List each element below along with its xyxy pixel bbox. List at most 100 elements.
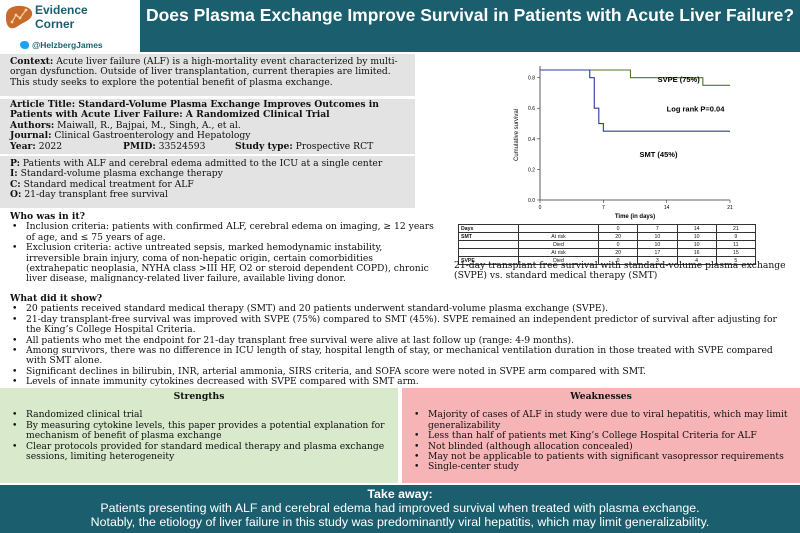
twitter-bird-icon — [20, 41, 29, 49]
who-list: Inclusion criteria: patients with confir… — [10, 222, 438, 284]
results-item: 21-day transplant-free survival was impr… — [10, 314, 790, 336]
pico-c-text: Standard medical treatment for ALF — [20, 178, 194, 190]
page-title: Does Plasma Exchange Improve Survival in… — [145, 5, 795, 25]
risk-table-cell: At risk — [518, 248, 599, 257]
authors-text: Maiwall, R., Bajpai, M., Singh, A., et a… — [54, 119, 241, 131]
risk-table-cell: Days — [458, 224, 519, 233]
risk-table-cell: At risk — [518, 232, 599, 241]
pico-c-label: C: — [10, 178, 21, 190]
smt-survival-curve — [540, 69, 730, 132]
article-journal: Journal: Clinical Gastroenterology and H… — [10, 131, 405, 141]
takeaway-banner: Take away: Patients presenting with ALF … — [0, 485, 800, 533]
pico-i-text: Standard-volume plasma exchange therapy — [17, 168, 223, 180]
risk-table-cell — [518, 224, 599, 233]
risk-table-cell: 0 — [597, 224, 639, 233]
svpe-survival-curve — [540, 69, 730, 86]
pico-population: P: Patients with ALF and cerebral edema … — [10, 158, 405, 169]
x-tick-label: 7 — [602, 205, 605, 211]
takeaway-line-1: Patients presenting with ALF and cerebra… — [100, 501, 700, 515]
strengths-section: Strengths Randomized clinical trial By m… — [0, 388, 398, 483]
risk-table-cell: 15 — [715, 248, 757, 257]
brand-line-1: Evidence — [35, 3, 88, 17]
risk-table-cell: 14 — [676, 224, 717, 233]
strength-item: By measuring cytokine levels, this paper… — [10, 420, 388, 442]
risk-table-cell: 0 — [597, 240, 639, 249]
risk-table-cell: 20 — [597, 232, 639, 241]
brand-line-2: Corner — [35, 17, 75, 31]
y-tick-label: 0.4 — [528, 137, 535, 143]
risk-table-cell: 5 — [715, 256, 757, 265]
weakness-item: Not blinded (although allocation conceal… — [412, 441, 790, 453]
journal-label: Journal: — [10, 130, 52, 142]
pico-o-label: O: — [10, 189, 22, 201]
x-tick-label: 21 — [727, 205, 733, 211]
risk-table-cell: Died — [518, 240, 599, 249]
takeaway-line-2: Notably, the etiology of liver failure i… — [90, 515, 710, 529]
study-type-text: Prospective RCT — [292, 140, 374, 152]
chart-caption: 21-day transplant free survival with sta… — [454, 260, 786, 282]
risk-table-cell: 11 — [715, 240, 757, 249]
context-text: Acute liver failure (ALF) is a high-mort… — [10, 56, 398, 88]
article-title-text: Standard-Volume Plasma Exchange Improves… — [10, 99, 379, 121]
y-axis-label: Cumulative survival — [514, 109, 520, 161]
results-section: What did it show? 20 patients received s… — [0, 292, 800, 388]
risk-table-cell: 10 — [637, 232, 678, 241]
context-label: Context: — [10, 56, 54, 67]
exclusion-criteria-item: Exclusion criteria: active untreated sep… — [10, 243, 438, 285]
x-tick-label: 14 — [664, 205, 670, 211]
twitter-handle[interactable]: @HelzbergJames — [20, 40, 103, 50]
risk-table-cell: SMT — [458, 232, 519, 241]
pico-p-text: Patients with ALF and cerebral edema adm… — [19, 158, 383, 169]
pico-p-label: P: — [10, 158, 20, 169]
risk-table-cell: 16 — [676, 248, 717, 257]
who-title: Who was in it? — [10, 211, 86, 222]
y-tick-label: 0.8 — [528, 76, 535, 82]
strength-item: Clear protocols provided for standard me… — [10, 441, 388, 463]
article-authors: Authors: Maiwall, R., Bajpai, M., Singh,… — [10, 119, 405, 131]
risk-table-cell: 10 — [676, 232, 717, 241]
weakness-item: Less than half of patients met King’s Co… — [412, 430, 790, 442]
pico-section: P: Patients with ALF and cerebral edema … — [0, 156, 415, 208]
weaknesses-list: Majority of cases of ALF in study were d… — [412, 410, 790, 474]
brand-name: Evidence Corner — [35, 3, 88, 31]
risk-table-cell — [458, 248, 519, 257]
y-tick-label: 0.0 — [528, 198, 535, 204]
strengths-list: Randomized clinical trial By measuring c… — [10, 409, 388, 463]
article-title-label: Article Title: — [10, 99, 76, 110]
authors-label: Authors: — [10, 119, 55, 131]
pico-o-text: 21-day transplant free survival — [21, 189, 168, 201]
weakness-item: Majority of cases of ALF in study were d… — [412, 410, 790, 431]
results-title: What did it show? — [10, 293, 103, 304]
logo-area: Evidence Corner @HelzbergJames — [0, 0, 140, 52]
results-list: 20 patients received standard medical th… — [10, 303, 790, 388]
strength-item: Randomized clinical trial — [10, 409, 388, 421]
risk-table-cell: 7 — [637, 224, 678, 233]
smt-series-label: SMT (45%) — [640, 150, 678, 159]
pmid-label: PMID: — [123, 140, 156, 152]
risk-table-cell: 17 — [637, 248, 678, 257]
study-type-label: Study type: — [235, 140, 293, 152]
results-item: 20 patients received standard medical th… — [10, 303, 790, 315]
study-type-field: Study type: Prospective RCT — [235, 140, 374, 152]
risk-table-cell: 10 — [676, 240, 717, 249]
results-item: Significant declines in bilirubin, INR, … — [10, 366, 790, 378]
pico-intervention: I: Standard-volume plasma exchange thera… — [10, 169, 405, 179]
weakness-item: May not be applicable to patients with s… — [412, 451, 790, 463]
inclusion-criteria-item: Inclusion criteria: patients with confir… — [10, 222, 438, 243]
weaknesses-section: Weaknesses Majority of cases of ALF in s… — [402, 388, 800, 483]
y-tick-label: 0.2 — [528, 167, 535, 173]
results-item: Levels of innate immunity cytokines decr… — [10, 376, 790, 388]
chart-series — [540, 69, 730, 132]
risk-table-cell: 9 — [715, 232, 757, 241]
pmid-text: 33524593 — [155, 140, 206, 152]
risk-table-cell — [458, 240, 519, 249]
context-section: Context: Acute liver failure (ALF) is a … — [0, 54, 415, 96]
pico-i-label: I: — [10, 168, 18, 180]
